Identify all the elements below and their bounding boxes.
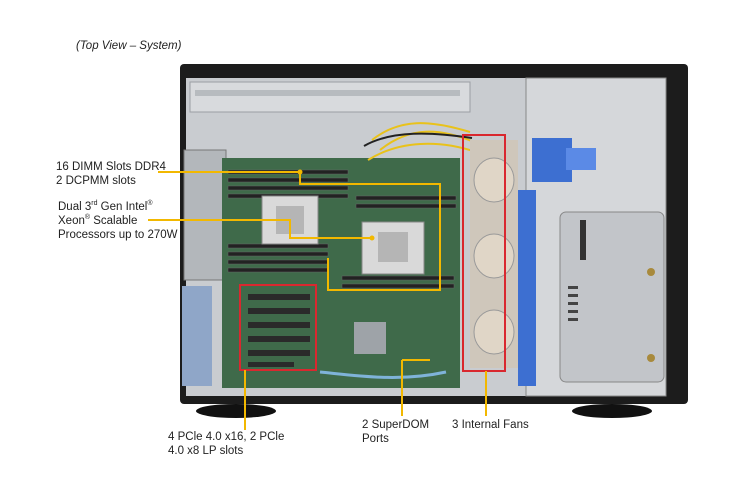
superdom-callout-line1: 2 SuperDOM [362,419,430,431]
page-title: (Top View – System) [76,40,182,52]
pcie-callout-line1: 4 PCle 4.0 x16, 2 PCle [168,431,285,443]
cpu-callout-line2: Xeon® Scalable [58,214,138,227]
pcie-slots [248,294,310,367]
cpu-callout: Dual 3rd Gen Intel® Xeon® Scalable Proce… [58,200,178,242]
expansion-brackets [182,286,212,386]
chassis-foot-right [572,404,652,418]
dimm-callout-line1: 16 DIMM Slots DDR4 [56,161,166,173]
chipset-heatsink [354,322,386,354]
pcie-callout-line2: 4.0 x8 LP slots [168,445,244,457]
fans-highlight-box [462,134,506,372]
fans-callout: 3 Internal Fans [452,419,529,431]
pcie-callout: 4 PCle 4.0 x16, 2 PCle 4.0 x8 LP slots [168,430,284,458]
blue-latch [532,138,572,182]
rear-panel [183,149,227,281]
top-rail [189,81,471,113]
dimm-callout-line2: 2 DCPMM slots [56,175,136,187]
fan-3 [473,309,515,355]
chassis-foot-left [196,404,276,418]
sata-cable [319,370,447,379]
pcie-highlight-box [239,284,317,371]
superdom-callout: 2 SuperDOM Ports [362,418,429,446]
fan-2 [473,233,515,279]
vent-slots [568,286,578,321]
dimm-callout: 16 DIMM Slots DDR4 2 DCPMM slots [56,160,166,188]
fan-1 [473,157,515,203]
superdom-callout-line2: Ports [362,433,389,445]
cpu-callout-line1: Dual 3rd Gen Intel® [58,200,153,213]
fan-rail [518,190,536,386]
cpu-callout-line3: Processors up to 270W [58,229,178,241]
